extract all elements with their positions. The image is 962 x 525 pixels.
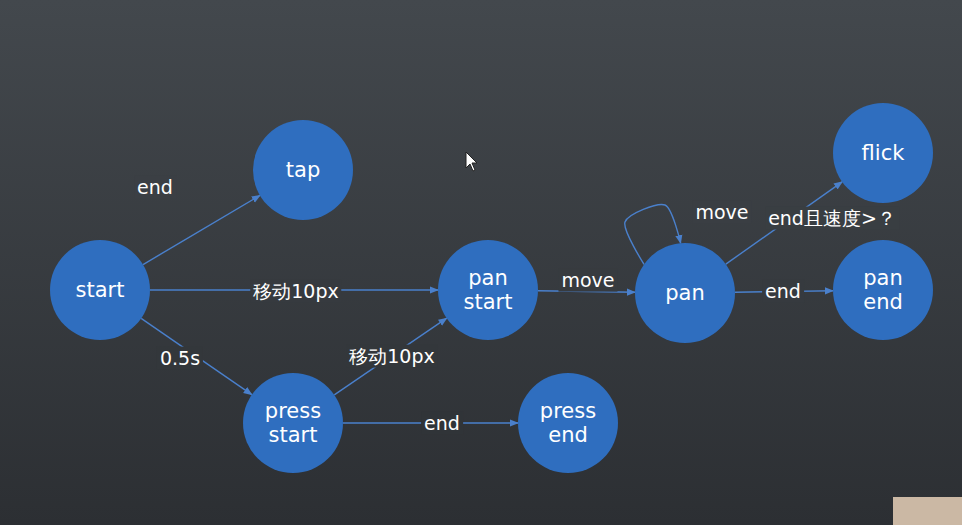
- circle-content: press start: [243, 373, 343, 473]
- transition-label: end: [421, 412, 463, 435]
- circle-shape: [50, 240, 150, 340]
- state-name: press start: [255, 399, 331, 447]
- transition-label: end: [762, 280, 804, 303]
- circle-shape: [243, 373, 343, 473]
- circle-content: pan end: [833, 240, 933, 340]
- circle-content: flick: [833, 103, 933, 203]
- circle-content: tap: [253, 120, 353, 220]
- circle-content: pan start: [438, 240, 538, 340]
- transition-label: move: [558, 269, 617, 292]
- transition-arrow: [334, 318, 446, 395]
- state-circle: press start: [243, 373, 343, 473]
- circle-shape: [833, 240, 933, 340]
- circle-shape: [518, 373, 618, 473]
- state-name: pan start: [450, 266, 526, 314]
- state-name: pan end: [845, 266, 921, 314]
- state-name: pan: [665, 281, 705, 305]
- transition-arrow: [141, 318, 252, 394]
- transition-label: 移动10px: [346, 345, 437, 368]
- state-circle: tap: [253, 120, 353, 220]
- state-circle: pan end: [833, 240, 933, 340]
- transition-label: 移动10px: [250, 280, 341, 303]
- mouse-cursor: [466, 152, 477, 171]
- state-name: flick: [862, 141, 905, 165]
- state-circle: pan start: [438, 240, 538, 340]
- state-circle: start: [50, 240, 150, 340]
- transition-label: end且速度>？: [765, 207, 899, 230]
- circle-shape: [833, 103, 933, 203]
- circle-content: start: [50, 240, 150, 340]
- circle-shape: [438, 240, 538, 340]
- circle-content: press end: [518, 373, 618, 473]
- circle-shape: [253, 120, 353, 220]
- circle-shape: [635, 243, 735, 343]
- state-circle: press end: [518, 373, 618, 473]
- state-name: tap: [286, 158, 320, 182]
- state-name: press end: [530, 399, 606, 447]
- transition-arrow: [143, 195, 260, 264]
- state-circle: flick: [833, 103, 933, 203]
- webcam-corner: [893, 497, 962, 525]
- state-circle: pan: [635, 243, 735, 343]
- circle-content: pan: [635, 243, 735, 343]
- transition-label: end: [134, 176, 176, 199]
- transition-label: 0.5s: [157, 347, 203, 370]
- state-name: start: [76, 278, 125, 302]
- transition-label: move: [692, 201, 751, 224]
